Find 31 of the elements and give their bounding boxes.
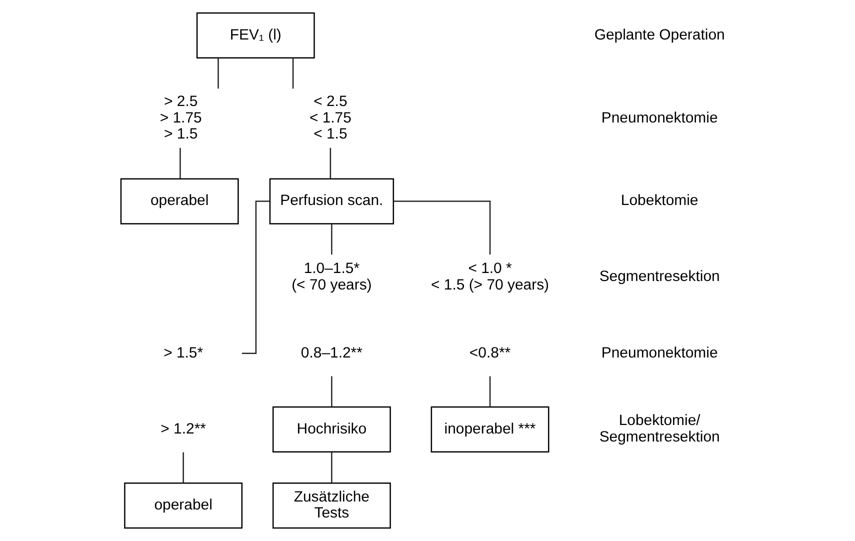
connector xyxy=(217,58,218,89)
connector xyxy=(330,224,332,255)
node-text: > 2.5 > 1.75 > 1.5 xyxy=(159,93,202,142)
node-text: <0.8** xyxy=(468,344,510,362)
node-text: > 1.5* xyxy=(163,344,203,362)
label: Pneumonektomie xyxy=(600,344,718,362)
node-text: < 1.0 * < 1.5 (> 70 years) xyxy=(430,260,549,294)
label: Pneumonektomie xyxy=(600,109,718,126)
node-box: inoperabel *** xyxy=(430,406,549,453)
node-box: Hochrisiko xyxy=(272,406,390,453)
node-box: operabel xyxy=(124,482,242,529)
node-text: 1.0–1.5* (< 70 years) xyxy=(291,260,372,294)
label: Geplante Operation xyxy=(594,26,724,44)
connector xyxy=(393,200,490,255)
connector xyxy=(488,376,490,407)
node-box: FEV₁ (l) xyxy=(196,12,314,59)
connector xyxy=(182,452,184,483)
node-box: Perfusion scan. xyxy=(268,178,394,224)
connector xyxy=(292,58,294,89)
node-text: > 1.2** xyxy=(160,420,206,438)
label: Lobektomie/ Segmentresektion xyxy=(598,412,720,446)
label: Segmentresektion xyxy=(598,268,720,286)
node-text: < 2.5 < 1.75 < 1.5 xyxy=(308,93,351,142)
connector xyxy=(179,148,180,178)
connector xyxy=(330,376,332,407)
node-box: operabel xyxy=(120,178,238,224)
node-text: 0.8–1.2** xyxy=(300,344,362,362)
label: Lobektomie xyxy=(620,192,698,210)
node-box: Zusätzliche Tests xyxy=(272,482,390,529)
connector xyxy=(330,452,332,483)
connector xyxy=(329,148,331,178)
